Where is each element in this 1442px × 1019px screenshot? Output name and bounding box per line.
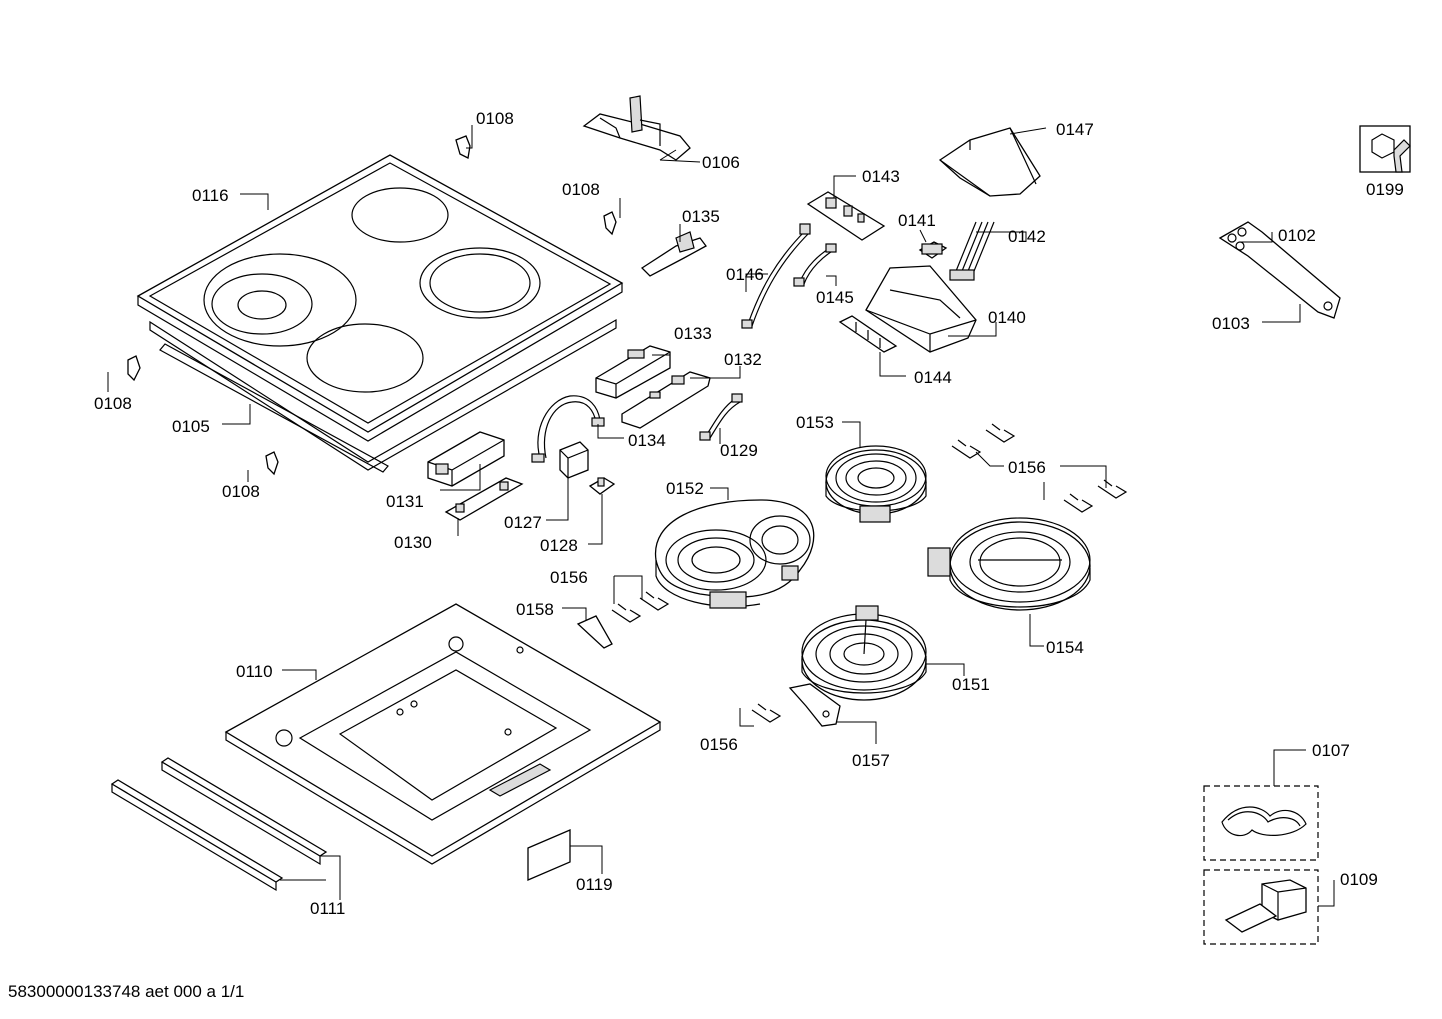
- bottom-tray: [224, 603, 662, 865]
- terminal-strip: [838, 315, 898, 353]
- electronic-module: [595, 345, 671, 399]
- leader-lines: [107, 125, 1335, 907]
- service-tool: [1218, 221, 1341, 319]
- dual-radiant-heater-0152: [654, 499, 815, 609]
- part-label-0152: 0152: [666, 479, 704, 498]
- part-label-0116: 0116: [192, 186, 229, 205]
- part-label-0134: 0134: [628, 431, 666, 450]
- sensor-0128: [588, 477, 616, 495]
- housing-cover: [938, 127, 1041, 197]
- part-label-0158: 0158: [516, 600, 554, 619]
- cable-0145: [793, 243, 837, 287]
- wire-set-0142: [949, 221, 995, 281]
- part-label-0146: 0146: [726, 265, 764, 284]
- part-label-0108-top: 0108: [476, 109, 514, 128]
- control-board: [806, 191, 886, 241]
- part-label-0108-bottom: 0108: [222, 482, 260, 501]
- part-label-0119: 0119: [576, 875, 613, 894]
- kit-0109: [1203, 869, 1319, 945]
- part-label-0133: 0133: [674, 324, 712, 343]
- cable-harness-0134: [531, 395, 605, 463]
- clip-0108-b: [603, 211, 617, 236]
- part-label-0141: 0141: [898, 211, 936, 230]
- part-label-0103: 0103: [1212, 314, 1250, 333]
- part-label-0111: 0111: [310, 899, 346, 918]
- part-label-0102: 0102: [1278, 226, 1316, 245]
- radiant-heater-0154: [927, 517, 1091, 611]
- document-reference: 58300000133748 aet 000 a 1/1: [8, 982, 245, 1001]
- tool-wrench-icon: [1359, 125, 1411, 173]
- cable-0146: [741, 223, 811, 329]
- bracket-0157: [788, 683, 841, 727]
- sensor-bracket: [582, 95, 691, 161]
- part-label-0144: 0144: [914, 368, 952, 387]
- part-label-0129: 0129: [720, 441, 758, 460]
- mounting-rails: [110, 757, 328, 892]
- radiant-heater-0151: [801, 605, 927, 701]
- part-label-0107: 0107: [1312, 741, 1350, 760]
- terminal-board: [444, 477, 524, 521]
- part-label-0153: 0153: [796, 413, 834, 432]
- relay-0127: [559, 441, 589, 479]
- clip-0108-a: [455, 135, 471, 159]
- cable-0129: [699, 393, 743, 441]
- connector-0141: [918, 241, 948, 259]
- radiant-heater-0153: [825, 445, 927, 523]
- clip-0156-lower: [751, 703, 782, 723]
- part-label-0131: 0131: [386, 492, 424, 511]
- part-label-0135: 0135: [682, 207, 720, 226]
- part-label-0108-left: 0108: [94, 394, 132, 413]
- part-label-0154: 0154: [1046, 638, 1084, 657]
- clip-0108-c: [127, 355, 141, 382]
- part-label-0130: 0130: [394, 533, 432, 552]
- part-label-0156-center: 0156: [550, 568, 588, 587]
- part-label-0108-mid: 0108: [562, 180, 600, 199]
- part-label-0143: 0143: [862, 167, 900, 186]
- part-label-0156-right: 0156: [1008, 458, 1046, 477]
- part-label-0145: 0145: [816, 288, 854, 307]
- power-module: [427, 431, 505, 487]
- switch-bracket: [640, 231, 707, 277]
- part-label-0128: 0128: [540, 536, 578, 555]
- clip-0108-d: [265, 451, 279, 476]
- part-label-0199: 0199: [1366, 180, 1404, 199]
- kit-0107: [1203, 785, 1319, 861]
- frame-gasket: [149, 318, 617, 473]
- part-label-0151: 0151: [952, 675, 990, 694]
- part-label-0156-lower: 0156: [700, 735, 738, 754]
- part-label-0127: 0127: [504, 513, 542, 532]
- part-label-0147: 0147: [1056, 120, 1094, 139]
- part-label-0140: 0140: [988, 308, 1026, 327]
- circuit-board: [621, 371, 711, 429]
- part-label-0109: 0109: [1340, 870, 1378, 889]
- part-label-0110: 0110: [236, 662, 273, 681]
- bracket-0158: [576, 615, 613, 649]
- clip-set-0156-center: [611, 591, 670, 623]
- part-label-0106: 0106: [702, 153, 740, 172]
- part-label-0142: 0142: [1008, 227, 1046, 246]
- glass-ceramic-top: [136, 154, 624, 442]
- module-housing: [865, 265, 977, 353]
- part-label-0132: 0132: [724, 350, 762, 369]
- part-label-0105: 0105: [172, 417, 210, 436]
- rating-label: [527, 829, 571, 881]
- clip-set-0156-right: [951, 423, 1128, 513]
- part-label-0157: 0157: [852, 751, 890, 770]
